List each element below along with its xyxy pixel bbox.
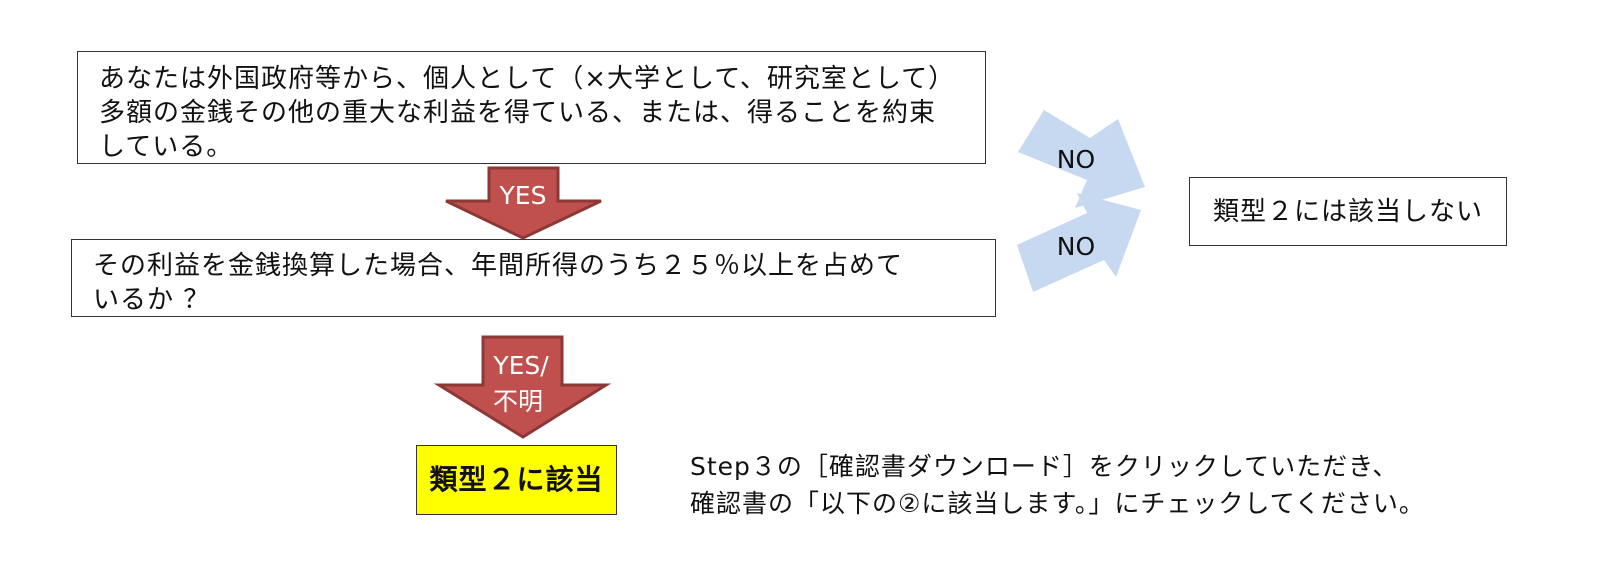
question-line: その利益を金銭換算した場合、年間所得のうち２５％以上を占めて — [93, 251, 904, 281]
instruction-line: Step３の［確認書ダウンロード］をクリックしていただき、 — [690, 452, 1399, 481]
no-arrow-upper: NO — [1018, 110, 1145, 208]
no-arrow-label: NO — [1057, 145, 1095, 174]
result-box-applicable: 類型２に該当 — [416, 445, 617, 515]
question-line: いるか ？ — [93, 285, 211, 315]
question-line: している。 — [99, 132, 234, 162]
yes-unknown-arrow-down: YES/ 不明 — [433, 335, 612, 439]
question-box-foreign-benefit: あなたは外国政府等から、個人として（×大学として、研究室として） 多額の金銭その… — [77, 51, 986, 164]
instruction-text: Step３の［確認書ダウンロード］をクリックしていただき、 確認書の「以下の②に… — [690, 448, 1425, 522]
yes-arrow-label: YES — [499, 181, 547, 210]
question-line: 多額の金銭その他の重大な利益を得ている、または、得ることを約束 — [99, 98, 937, 128]
yes-arrow-down: YES — [445, 166, 602, 240]
instruction-line: 確認書の「以下の②に該当します。」にチェックしてください。 — [690, 489, 1425, 518]
question-line: あなたは外国政府等から、個人として（×大学として、研究室として） — [99, 64, 956, 94]
no-arrow-lower: NO — [1017, 193, 1141, 292]
yes-unknown-arrow-label-line1: YES/ — [492, 351, 549, 380]
not-applicable-box: 類型２には該当しない — [1189, 177, 1507, 246]
no-arrow-label: NO — [1057, 232, 1095, 261]
yes-unknown-arrow-label-line2: 不明 — [493, 387, 543, 416]
question-box-income-share: その利益を金銭換算した場合、年間所得のうち２５％以上を占めて いるか ？ — [71, 239, 996, 317]
